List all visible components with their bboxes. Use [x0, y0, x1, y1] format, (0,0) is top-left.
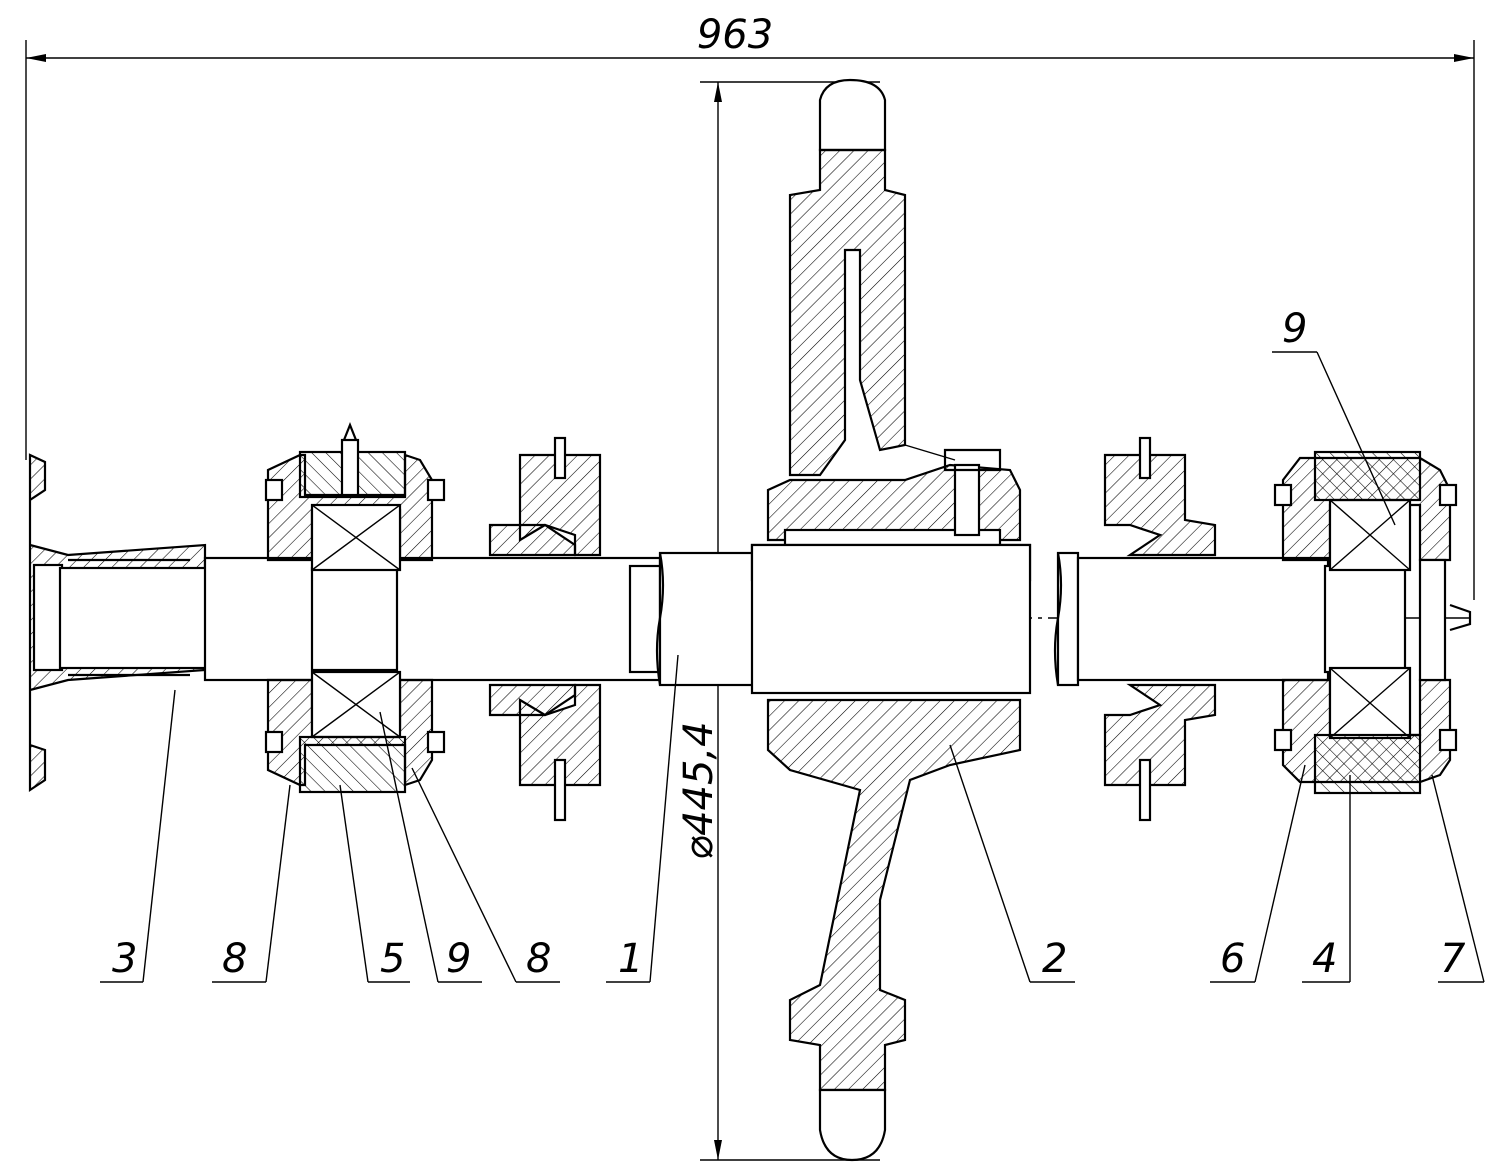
overall-dimension: 963: [25, 12, 1475, 600]
left-bearing-assembly: [264, 422, 446, 794]
callout-6: 6: [1220, 936, 1245, 982]
callout-2: 2: [1042, 936, 1067, 982]
callout-7: 7: [1440, 936, 1466, 982]
callout-4: 4: [1312, 936, 1337, 982]
callout-1: 1: [618, 936, 643, 982]
left-seal-ring: [488, 436, 602, 822]
left-flange-part-3: [28, 453, 212, 793]
right-bearing-assembly: [1273, 450, 1472, 795]
callout-3: 3: [112, 936, 137, 982]
callout-9-right: 9: [1282, 306, 1307, 352]
callout-8-left: 8: [222, 936, 247, 982]
right-seal-ring: [1103, 436, 1217, 822]
callout-leaders: [100, 351, 1485, 983]
overall-length-label: 963: [697, 12, 773, 58]
diameter-label: ⌀445,4: [676, 721, 722, 860]
callout-9-left: 9: [446, 936, 471, 982]
callout-8-right: 8: [526, 936, 551, 982]
callout-numbers: 3 8 5 9 8 1 2 6 4 7 9: [112, 306, 1466, 982]
sprocket-wheel-part-2: [750, 78, 1032, 1162]
callout-5: 5: [380, 936, 405, 982]
diameter-dimension: ⌀445,4: [676, 81, 880, 1161]
